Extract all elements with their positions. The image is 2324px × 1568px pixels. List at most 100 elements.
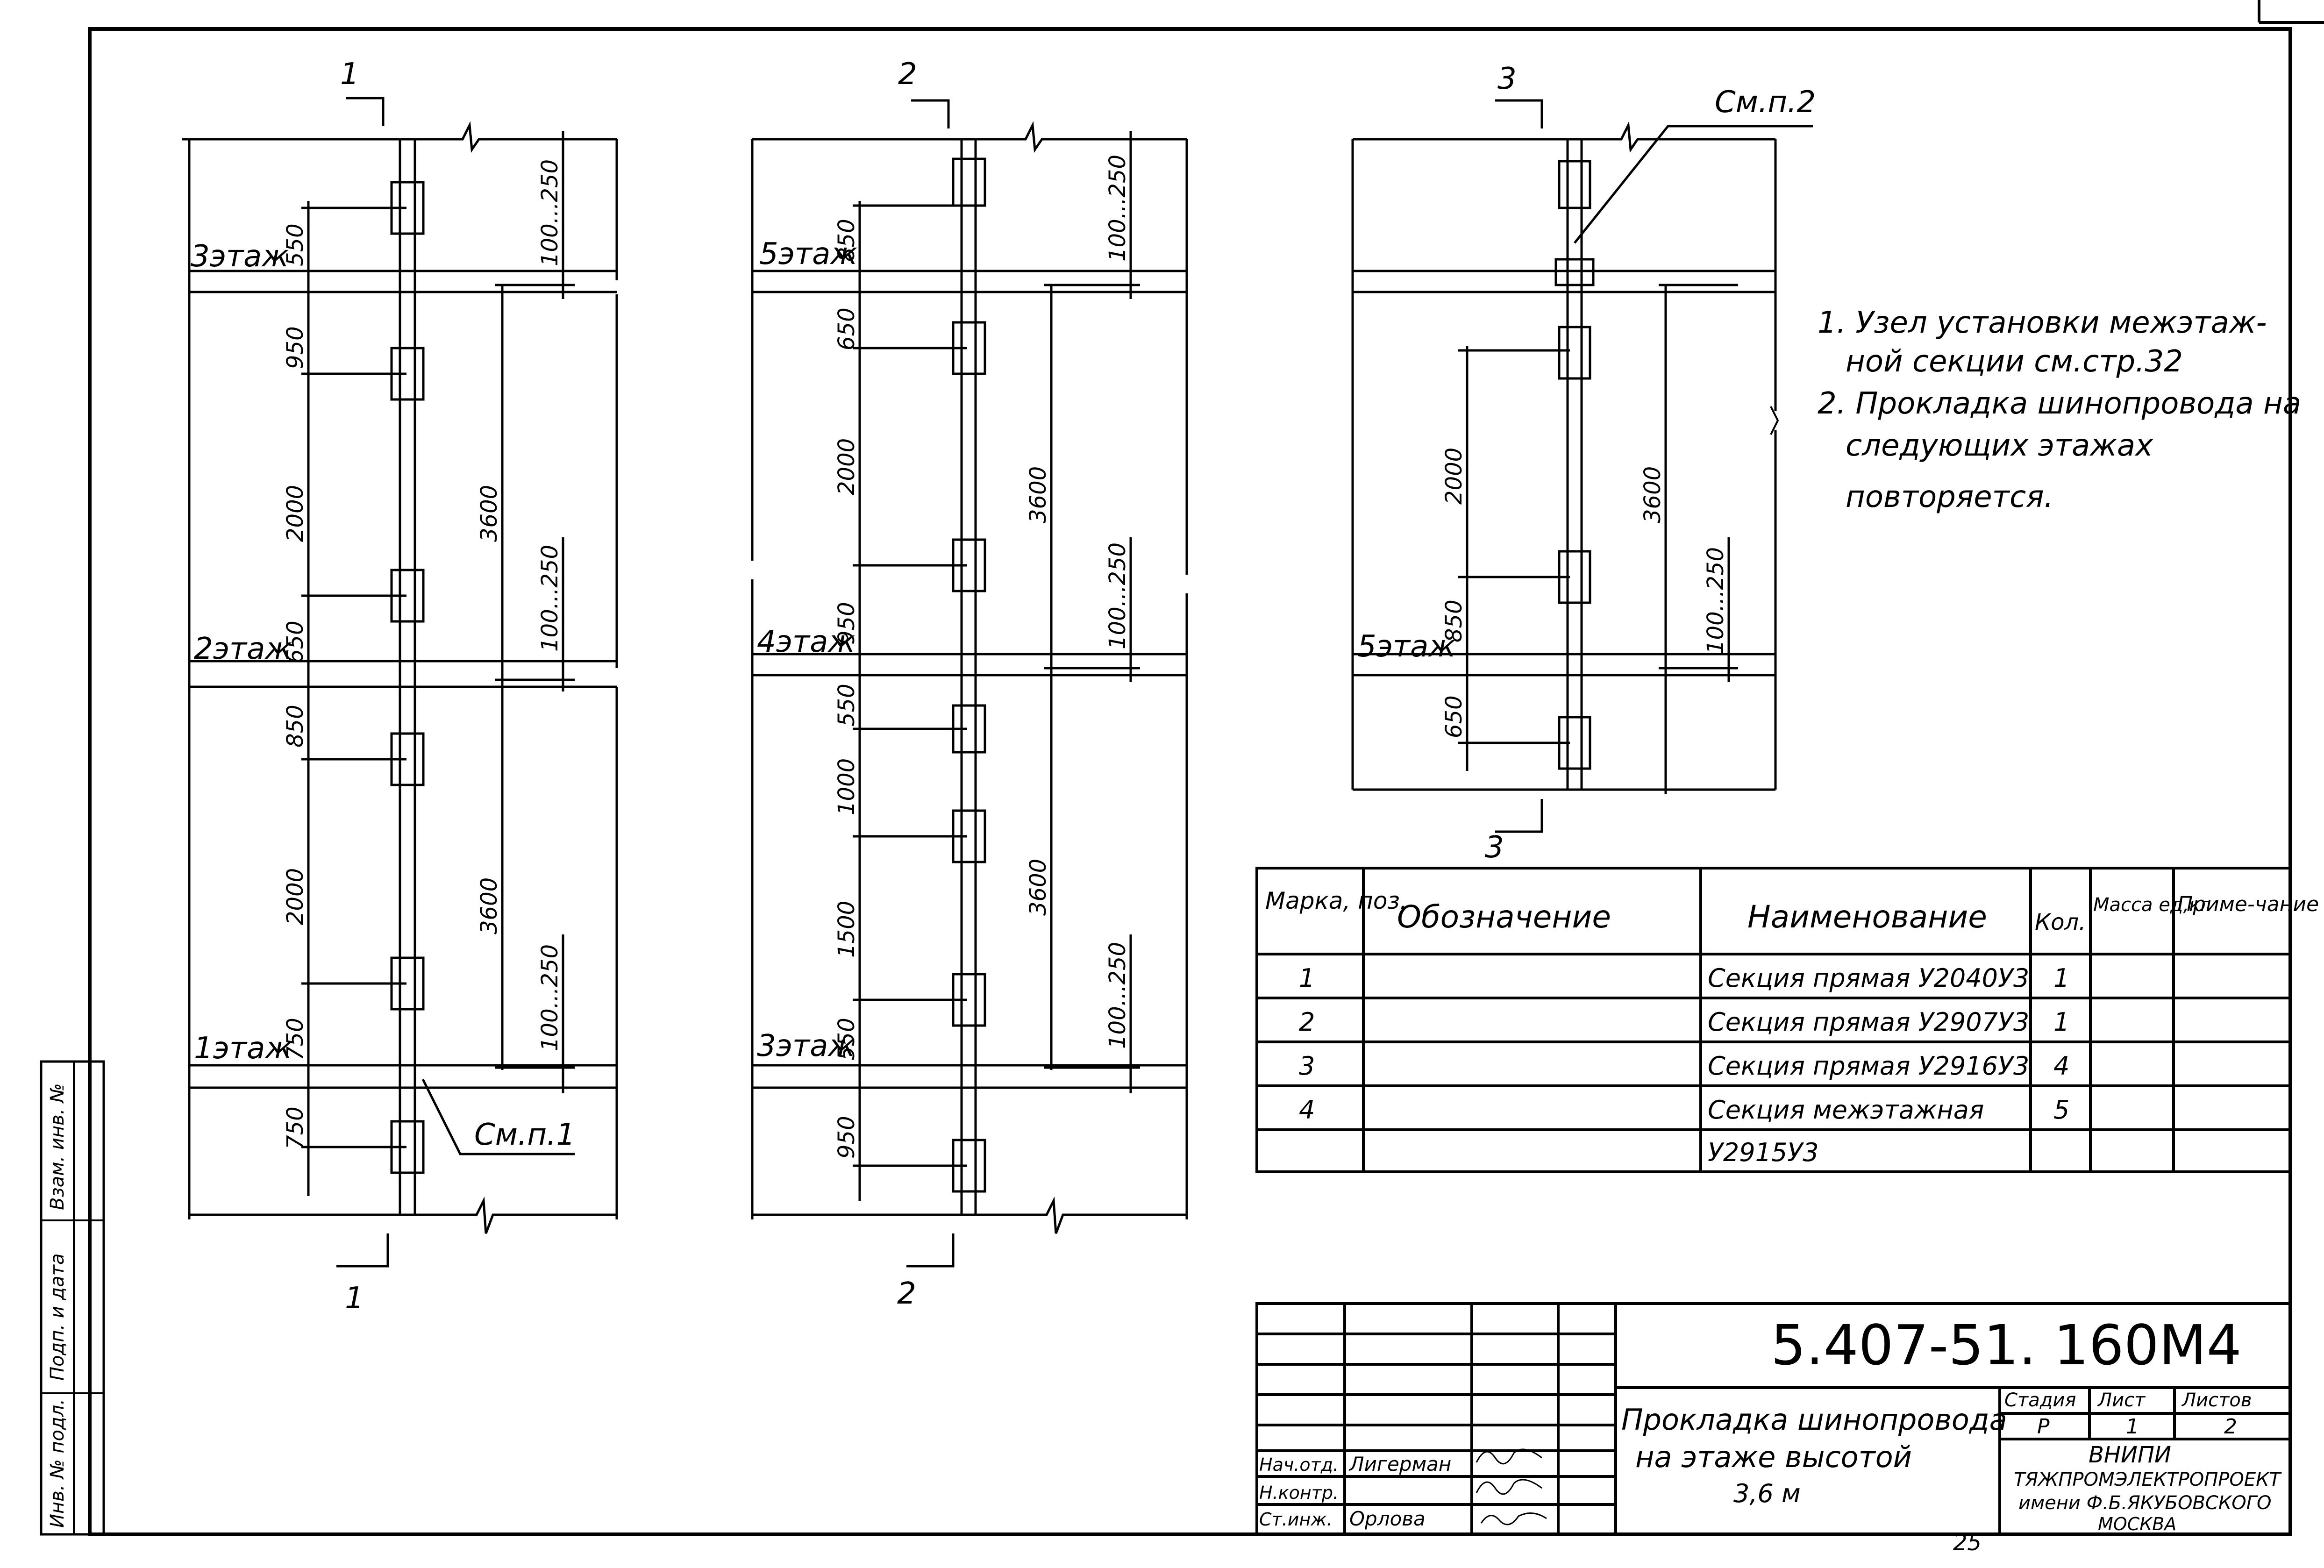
- dimension-label: 650: [1441, 695, 1467, 738]
- section-3-top-label: 3: [1497, 62, 1517, 96]
- note-line: ной секции см.стр.32: [1846, 344, 2183, 379]
- page-number: 25: [1953, 1530, 1982, 1556]
- dimension-label: 650: [834, 307, 860, 350]
- section-3-bottom-label: 3: [1485, 830, 1504, 865]
- note-line: следующих этажах: [1846, 428, 2153, 463]
- floor-label: 2этаж: [194, 632, 292, 666]
- note-line: 1. Узел установки межэтаж-: [1818, 306, 2267, 340]
- stamp-replace-inv: Взам. инв. №: [47, 1083, 68, 1210]
- floor-label: 4этаж: [757, 625, 855, 659]
- dimension-label: 2000: [834, 438, 860, 495]
- header-note: Приме-чание: [2177, 892, 2319, 916]
- dimension-label: 650: [282, 620, 308, 663]
- dimension-label: 1500: [834, 901, 860, 958]
- note-line: повторяется.: [1846, 480, 2053, 514]
- org-line: ВНИПИ: [2089, 1442, 2171, 1468]
- sign-role: Н.контр.: [1259, 1482, 1339, 1503]
- dimension-label: 950: [834, 1116, 860, 1159]
- dimension-label: 2000: [1441, 448, 1467, 505]
- drawing-code: 5.407-51. 160М4: [1771, 1313, 2242, 1377]
- row-qty: 1: [2053, 963, 2069, 993]
- view-1: 1 1 3этаж 2этаж 1этаж 550 950 2000 650 8…: [182, 57, 618, 1316]
- row-name: Секция прямая У2907У3: [1708, 1007, 2029, 1037]
- sheet-frame: [88, 0, 2324, 1536]
- sheet-header: Лист: [2097, 1390, 2146, 1411]
- title-line: 3,6 м: [1733, 1479, 1801, 1508]
- dimension-label: 100...250: [1105, 942, 1131, 1049]
- stage-value: Р: [2037, 1415, 2050, 1439]
- row-pos: 1: [1299, 963, 1315, 993]
- sheets-value: 2: [2224, 1415, 2237, 1439]
- row-qty: 4: [2053, 1051, 2069, 1081]
- row-pos: 3: [1299, 1051, 1315, 1081]
- row-qty: 1: [2053, 1007, 2069, 1037]
- dimension-label: 3600: [1640, 466, 1666, 523]
- header-mark: Марка, поз.: [1265, 887, 1407, 914]
- dimension-label: 850: [1441, 599, 1467, 642]
- dimension-label: 100...250: [1703, 547, 1729, 654]
- sheets-header: Листов: [2181, 1390, 2252, 1411]
- title-block: 5.407-51. 160М4 Прокладка шинопровода на…: [1255, 1302, 2292, 1536]
- dimension-label: 100...250: [537, 545, 563, 652]
- callout-label: См.п.1: [474, 1118, 575, 1152]
- row-pos: 4: [1299, 1095, 1315, 1125]
- note-line: 2. Прокладка шинопровода на: [1818, 386, 2301, 421]
- sign-role: Ст.инж.: [1259, 1509, 1333, 1530]
- dimension-label: 100...250: [1105, 542, 1131, 649]
- sign-role: Нач.отд.: [1259, 1454, 1339, 1475]
- title-line: Прокладка шинопровода: [1621, 1403, 2007, 1437]
- dimension-label: 550: [834, 1018, 860, 1061]
- floor-label: 1этаж: [194, 1031, 292, 1066]
- header-mass: Масса ед,кг: [2093, 894, 2210, 916]
- floor-label: 5этаж: [759, 237, 857, 271]
- row-pos: 2: [1299, 1007, 1315, 1037]
- section-2-top-label: 2: [898, 57, 917, 92]
- section-2-bottom-label: 2: [897, 1276, 916, 1311]
- dimension-label: 850: [282, 705, 308, 748]
- header-designation: Обозначение: [1397, 899, 1611, 935]
- dimension-label: 100...250: [1105, 155, 1131, 262]
- section-1-top-label: 1: [340, 57, 359, 92]
- header-qty: Кол.: [2035, 909, 2086, 935]
- dimension-label: 2000: [282, 485, 308, 542]
- dimension-label: 3600: [1025, 466, 1051, 523]
- notes: 1. Узел установки межэтаж- ной секции см…: [1770, 306, 2301, 514]
- dimension-label: 3600: [476, 485, 502, 542]
- callout-label: См.п.2: [1715, 85, 1816, 120]
- dimension-label: 950: [282, 326, 308, 369]
- title-line: на этаже высотой: [1635, 1440, 1912, 1474]
- sign-name: Лигерман: [1348, 1453, 1451, 1475]
- dimension-label: 550: [282, 223, 308, 266]
- dimension-label: 3600: [1025, 859, 1051, 916]
- dimension-label: 2000: [282, 868, 308, 925]
- dimension-label: 950: [834, 602, 860, 645]
- dimension-label: 750: [282, 1018, 308, 1061]
- header-name: Наименование: [1747, 899, 1987, 935]
- dimension-label: 550: [834, 684, 860, 727]
- dimension-label: 850: [834, 219, 860, 262]
- row-name: У2915У3: [1708, 1138, 1819, 1167]
- floor-label: 3этаж: [757, 1029, 855, 1063]
- row-name: Секция прямая У2040У3: [1708, 963, 2029, 993]
- view-3: 3 3 5этаж 2000 850 650 3600 100...250 См…: [1351, 62, 1816, 865]
- stage-header: Стадия: [2004, 1390, 2076, 1411]
- section-1-bottom-label: 1: [345, 1281, 364, 1316]
- spec-table: Марка, поз. Обозначение Наименование Кол…: [1255, 867, 2319, 1173]
- stamp-inv-no: Инв. № подл.: [47, 1399, 68, 1528]
- org-line: МОСКВА: [2098, 1514, 2176, 1534]
- row-name: Секция межэтажная: [1708, 1095, 1984, 1125]
- dimension-label: 100...250: [537, 944, 563, 1051]
- org-line: ТЯЖПРОМЭЛЕКТРОПРОЕКТ: [2014, 1469, 2282, 1490]
- handwritten-signature: [1476, 1448, 1547, 1525]
- org-line: имени Ф.Б.ЯКУБОВСКОГО: [2018, 1492, 2271, 1514]
- floor-label: 3этаж: [191, 239, 289, 274]
- dimension-label: 100...250: [537, 159, 563, 266]
- row-qty: 5: [2053, 1095, 2069, 1125]
- sheet-value: 1: [2126, 1415, 2139, 1439]
- dimension-label: 750: [282, 1106, 308, 1149]
- dimension-label: 3600: [476, 877, 502, 934]
- floor-label: 5этаж: [1357, 629, 1455, 664]
- side-stamp: Инв. № подл. Подп. и дата Взам. инв. №: [40, 1060, 105, 1536]
- view-2: 2 2 5этаж 4этаж 3этаж 850 650 2000 950 5…: [751, 57, 1188, 1311]
